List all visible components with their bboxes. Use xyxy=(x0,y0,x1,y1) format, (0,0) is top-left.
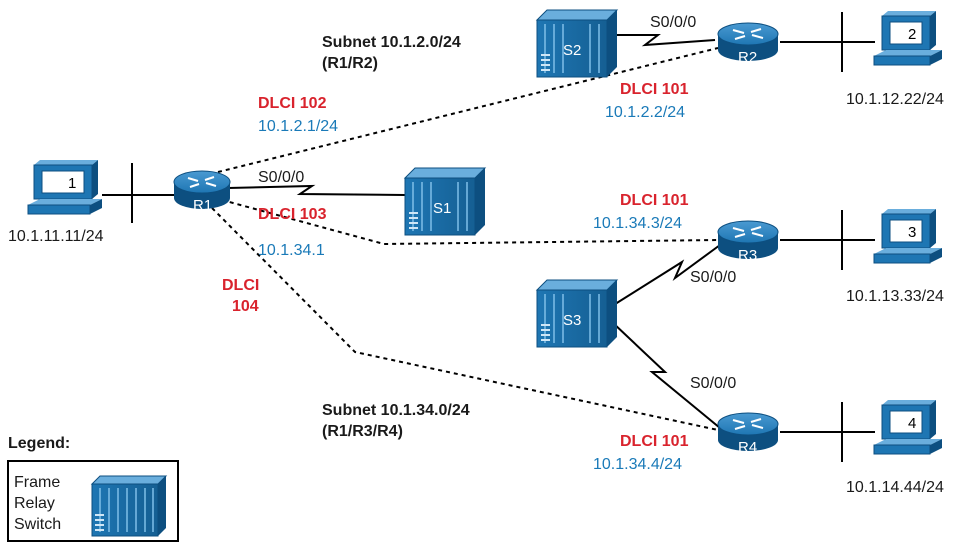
pc-1-number: 1 xyxy=(68,175,76,192)
ip-r2: 10.1.2.2/24 xyxy=(605,104,685,121)
ip-r4: 10.1.34.4/24 xyxy=(593,456,682,473)
serial-links xyxy=(227,34,721,429)
router-r1-label: R1 xyxy=(193,197,212,214)
ip-r3: 10.1.34.3/24 xyxy=(593,215,682,232)
legend-line-1: Frame xyxy=(14,474,60,491)
r2-interface-label: S0/0/0 xyxy=(650,14,696,31)
switch-s3-label: S3 xyxy=(563,312,581,329)
dlci-r1-r4-line2: 104 xyxy=(232,298,259,315)
legend-line-2: Relay xyxy=(14,495,55,512)
pvc-links xyxy=(211,47,719,431)
lan-links xyxy=(102,12,875,462)
switch-s2-label: S2 xyxy=(563,42,581,59)
r3-interface-label: S0/0/0 xyxy=(690,269,736,286)
r4-interface-label: S0/0/0 xyxy=(690,375,736,392)
pc-3-number: 3 xyxy=(908,224,916,241)
dlci-r3: DLCI 101 xyxy=(620,192,689,209)
dlci-r1-s1: DLCI 103 xyxy=(258,206,327,223)
subnet-top-members: (R1/R2) xyxy=(322,55,378,72)
router-r2: R2 xyxy=(717,22,779,66)
router-r2-label: R2 xyxy=(738,49,757,66)
pc-4-number: 4 xyxy=(908,415,916,432)
router-r1: R1 xyxy=(173,170,231,214)
router-r3-label: R3 xyxy=(738,247,757,264)
pc-1-ip: 10.1.11.11/24 xyxy=(8,228,104,245)
dlci-r1-r4-line1: DLCI xyxy=(222,277,259,294)
subnet-bottom-title: Subnet 10.1.34.0/24 xyxy=(322,402,470,419)
router-r3: R3 xyxy=(717,220,779,264)
subnet-top-title: Subnet 10.1.2.0/24 xyxy=(322,34,461,51)
pc-2: 2 xyxy=(873,11,942,66)
switch-s3: S3 xyxy=(535,279,619,348)
dlci-r1-r2: DLCI 102 xyxy=(258,95,327,112)
switch-s2: S2 xyxy=(535,9,619,78)
router-r4-label: R4 xyxy=(738,439,757,456)
pc-4-ip: 10.1.14.44/24 xyxy=(846,479,944,496)
legend-switch-icon xyxy=(90,475,168,537)
pc-3-ip: 10.1.13.33/24 xyxy=(846,288,944,305)
pc-3: 3 xyxy=(873,209,942,264)
legend-line-3: Switch xyxy=(14,516,61,533)
pc-2-number: 2 xyxy=(908,26,916,43)
switch-s1: S1 xyxy=(403,167,487,236)
pc-2-ip: 10.1.12.22/24 xyxy=(846,91,944,108)
dlci-r4: DLCI 101 xyxy=(620,433,689,450)
switch-s1-label: S1 xyxy=(433,200,451,217)
dlci-r2: DLCI 101 xyxy=(620,81,689,98)
legend-title: Legend: xyxy=(8,435,70,452)
subnet-bottom-members: (R1/R3/R4) xyxy=(322,423,403,440)
pc-1: 1 xyxy=(27,160,102,215)
ip-r1-top: 10.1.2.1/24 xyxy=(258,118,338,135)
ip-r1-bottom: 10.1.34.1 xyxy=(258,242,325,259)
pc-4: 4 xyxy=(873,400,942,455)
r1-interface-label: S0/0/0 xyxy=(258,169,304,186)
router-r4: R4 xyxy=(717,412,779,456)
